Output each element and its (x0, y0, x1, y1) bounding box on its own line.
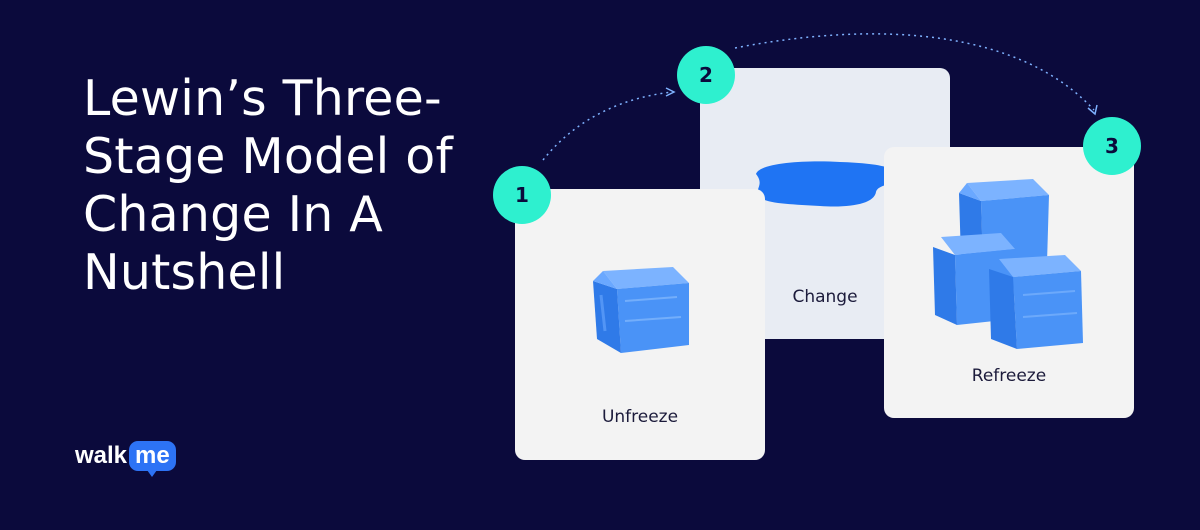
stage-badge-2: 2 (677, 46, 735, 104)
stage-badge-3: 3 (1083, 117, 1141, 175)
stacked-ice-cubes-icon (933, 179, 1083, 349)
stage-label-unfreeze: Unfreeze (601, 407, 679, 427)
stage-label-refreeze: Refreeze (971, 366, 1047, 386)
stage-card-unfreeze: Unfreeze (515, 189, 765, 460)
arrow-2-to-3-head (1087, 104, 1098, 116)
page-title: Lewin’s Three-Stage Model of Change In A… (83, 70, 453, 301)
arrow-1-to-2-head (665, 87, 676, 97)
water-puddle-icon (756, 161, 897, 207)
stage-card-refreeze: Refreeze (884, 147, 1134, 418)
arrow-1-to-2 (542, 91, 673, 161)
stage-label-change: Change (792, 287, 858, 307)
walkme-logo: walk me (75, 441, 176, 477)
ice-cube-icon (593, 267, 689, 353)
logo-text-me: me (129, 441, 176, 477)
stage-badge-1: 1 (493, 166, 551, 224)
logo-text-walk: walk (75, 442, 128, 469)
